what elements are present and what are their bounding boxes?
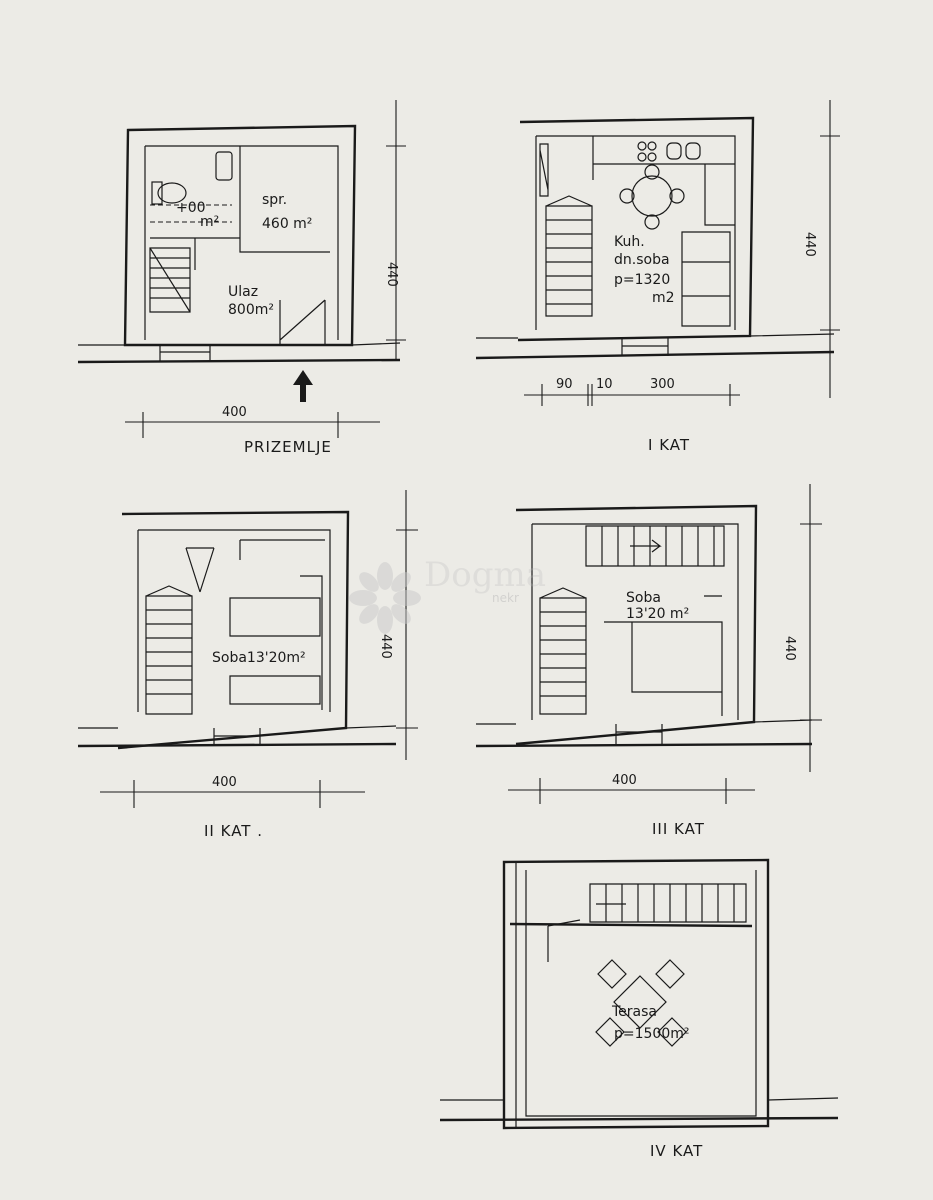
plan-kat1: Kuh. dn.soba p=1320 m2 90 10 300 440 I K… — [475, 100, 840, 454]
title-prizemlje: PRIZEMLJE — [244, 438, 332, 456]
dim-b: 10 — [596, 377, 613, 392]
title-kat4: IV KAT — [650, 1142, 703, 1160]
label-room: Soba13'20m² — [212, 650, 306, 666]
plan-kat3: Soba 13'20 m² 400 440 III KAT — [475, 484, 822, 838]
label-terrace-name: Terasa — [611, 1004, 657, 1020]
dim-depth: 440 — [378, 634, 393, 659]
label-room-area: 13'20 m² — [626, 606, 689, 622]
dim-c: 300 — [650, 377, 675, 392]
label-wc-area: +00 — [176, 200, 206, 216]
plan-kat2: Soba13'20m² 400 440 II KAT . — [77, 490, 418, 840]
dim-depth: 440 — [802, 232, 817, 257]
label-entry-name: Ulaz — [228, 284, 258, 300]
label-kitchen-3: p=1320 — [614, 272, 670, 288]
title-kat3: III KAT — [652, 820, 705, 838]
label-wc-unit: m² — [200, 214, 219, 230]
dim-a: 90 — [556, 377, 573, 392]
watermark: Dogma nekr — [349, 555, 546, 634]
dim-width: 400 — [212, 775, 237, 790]
watermark-text: Dogma — [424, 555, 546, 595]
label-entry-area: 800m² — [228, 302, 274, 318]
title-kat1: I KAT — [648, 436, 690, 454]
title-kat2: II KAT . — [204, 822, 263, 840]
label-kitchen-4: m2 — [652, 290, 675, 306]
label-terrace-area: p=1500m² — [614, 1026, 690, 1042]
dim-depth: 440 — [384, 262, 399, 287]
plan-prizemlje: +00 m² spr. 460 m² Ulaz 800m² 400 440 PR… — [77, 100, 406, 456]
label-kitchen-2: dn.soba — [614, 252, 670, 268]
label-room-name: Soba — [626, 590, 661, 606]
label-storage-name: spr. — [262, 192, 287, 208]
label-kitchen-1: Kuh. — [614, 234, 645, 250]
plan-kat4: Terasa p=1500m² IV KAT — [439, 858, 839, 1160]
watermark-subtext: nekr — [492, 591, 519, 605]
dim-width: 400 — [222, 405, 247, 420]
watermark-flower-icon — [349, 562, 421, 634]
dim-width: 400 — [612, 773, 637, 788]
dim-depth: 440 — [782, 636, 797, 661]
label-storage-area: 460 m² — [262, 216, 312, 232]
